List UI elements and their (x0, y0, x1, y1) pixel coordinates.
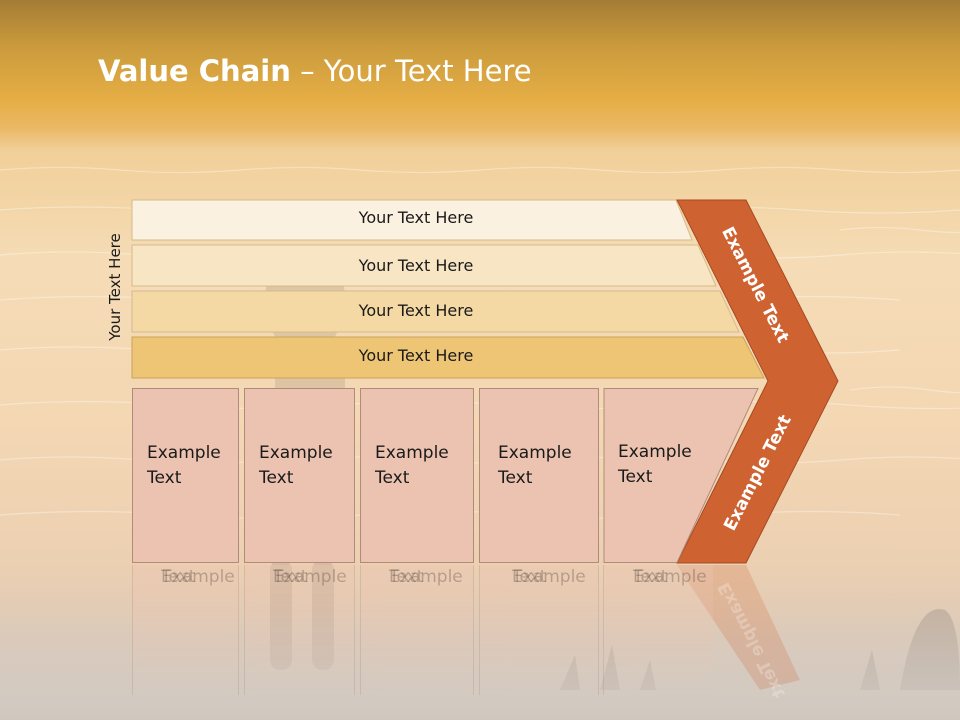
box-reflection-5-line1: Example (633, 567, 707, 587)
activity-box-5-line1: Example (618, 442, 692, 462)
activity-box-5: Example Text (603, 388, 763, 563)
band-3 (131, 290, 740, 333)
box-reflection-2-line1: Example (273, 567, 347, 587)
chevron-arrow (676, 199, 839, 564)
box-reflection-1-line1: Example (161, 567, 235, 587)
band-3-label: Your Text Here (358, 301, 474, 320)
title-bold: Value Chain (98, 54, 291, 88)
activity-box-1-line2: Text (147, 468, 182, 488)
activity-box-3: Example Text (360, 388, 474, 563)
chevron-reflection (677, 565, 800, 690)
title-rest: – Your Text Here (300, 54, 532, 88)
activity-box-4-line1: Example (498, 443, 572, 463)
activity-box-2-line1: Example (259, 443, 333, 463)
activity-box-1-line1: Example (147, 443, 221, 463)
band-4 (131, 336, 765, 379)
activity-box-5-line2: Text (618, 467, 653, 487)
activity-box-3-line1: Example (375, 443, 449, 463)
box-reflection-4-line1: Example (512, 567, 586, 587)
activity-box-2-line2: Text (259, 468, 294, 488)
slide-title: Value Chain – Your Text Here (98, 54, 532, 88)
activity-box-1: Example Text (132, 388, 239, 563)
activity-box-4: Example Text (479, 388, 599, 563)
activity-box-5-shape (603, 388, 759, 563)
band-2-label: Your Text Here (358, 256, 474, 275)
activity-box-2: Example Text (244, 388, 355, 563)
band-1 (131, 199, 693, 241)
band-2 (131, 244, 717, 287)
band-1-label: Your Text Here (358, 208, 474, 227)
box-reflection-3-line1: Example (389, 567, 463, 587)
activity-box-4-line2: Text (498, 468, 533, 488)
activity-box-3-line2: Text (375, 468, 410, 488)
band-4-label: Your Text Here (358, 346, 474, 365)
